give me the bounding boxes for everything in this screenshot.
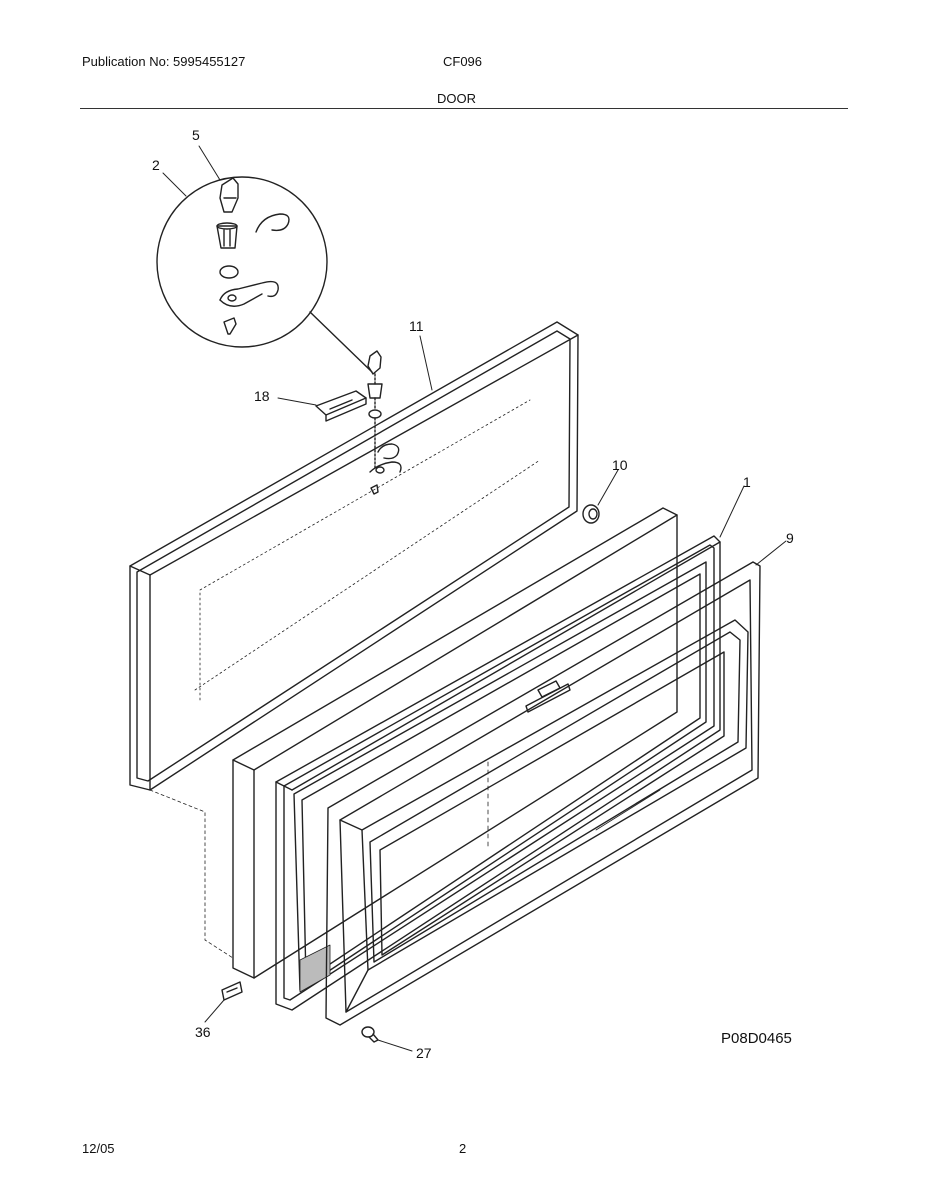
page-number: 2 (459, 1141, 467, 1156)
callout-5: 5 (192, 127, 200, 143)
callout-9: 9 (786, 530, 794, 546)
clip (221, 981, 243, 1001)
insulation-block (149, 507, 678, 979)
callout-1: 1 (743, 474, 751, 490)
callout-11: 11 (409, 318, 424, 334)
callout-2: 2 (152, 157, 160, 173)
inner-door-liner (325, 561, 761, 1026)
callout-18: 18 (254, 388, 270, 404)
callout-leader-lines (162, 145, 787, 1052)
plug-button (582, 504, 600, 524)
door-lid-panel (129, 321, 579, 791)
section-title: DOOR (437, 91, 476, 106)
handle-trim (315, 390, 367, 422)
callout-27: 27 (416, 1045, 432, 1061)
hinge-detail-parts (216, 177, 290, 335)
callout-10: 10 (612, 457, 628, 473)
publication-number: Publication No: 5995455127 (82, 54, 246, 69)
hinge-detail-callout-circle (156, 176, 373, 373)
diagram-reference-code: P08D0465 (721, 1030, 792, 1047)
footer-date: 12/05 (82, 1141, 115, 1156)
door-gasket (275, 535, 721, 1011)
screw (361, 1026, 379, 1043)
lid-hinge-parts (367, 350, 402, 495)
model-number: CF096 (443, 54, 483, 69)
header-divider (80, 108, 848, 109)
callout-36: 36 (195, 1024, 211, 1040)
